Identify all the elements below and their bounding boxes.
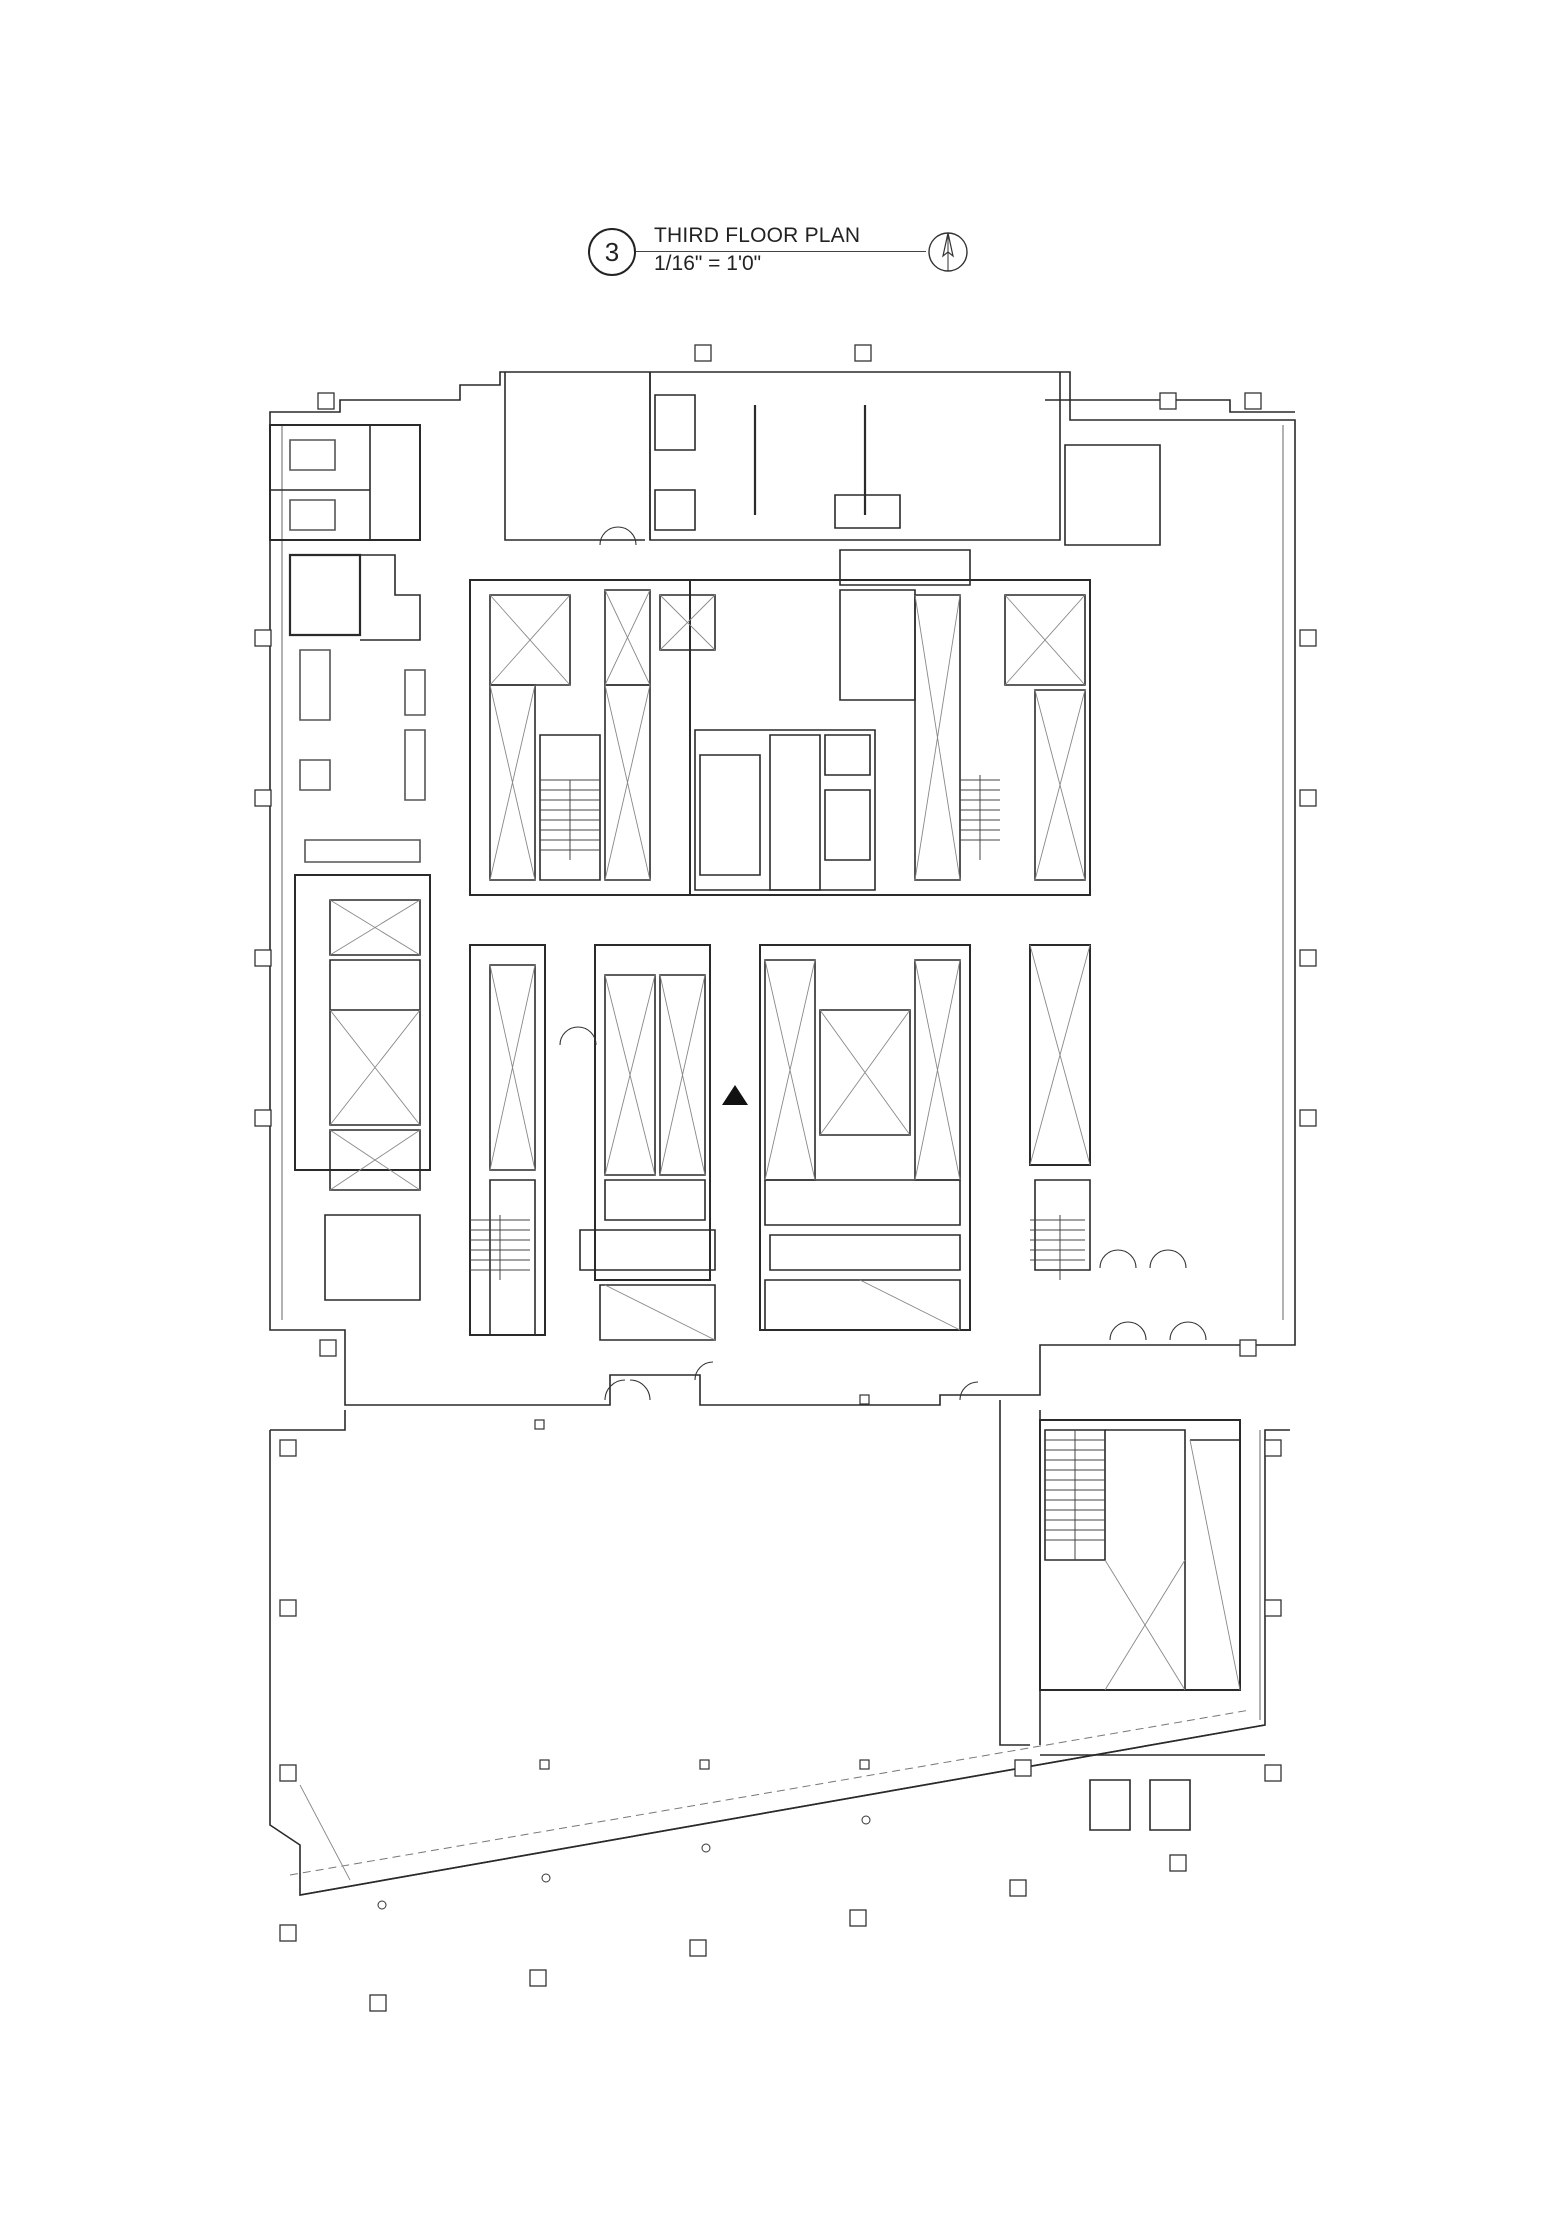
- stair-icon: [470, 1215, 530, 1280]
- elevator-bank-2: [594, 944, 711, 1281]
- structural-column-icon: [1239, 1339, 1257, 1357]
- standpipe-icon: [377, 1900, 387, 1910]
- door-swing-icon: [1149, 1249, 1187, 1269]
- drawing-title: THIRD FLOOR PLAN: [654, 224, 861, 247]
- structural-column-icon: [279, 1599, 297, 1617]
- structural-column-icon: [699, 1759, 710, 1770]
- structural-column-icon: [1299, 1109, 1317, 1127]
- stair-icon: [540, 779, 600, 860]
- structural-column-icon: [1299, 629, 1317, 647]
- door-swing-icon: [959, 1381, 979, 1401]
- structural-column-icon: [859, 1394, 870, 1405]
- structural-column-icon: [369, 1994, 387, 2012]
- nw-toilet-block: [269, 424, 421, 541]
- door-swing-icon: [559, 1026, 597, 1046]
- elevator-bank-3: [759, 944, 971, 1331]
- core-center: [690, 579, 1091, 896]
- structural-column-icon: [1264, 1764, 1282, 1782]
- standpipe-icon: [701, 1843, 711, 1853]
- core-northwest: [469, 579, 691, 896]
- structural-column-icon: [539, 1759, 550, 1770]
- structural-column-icon: [534, 1419, 545, 1430]
- structural-column-icon: [1264, 1439, 1282, 1457]
- drawing-number-bubble: 3: [588, 228, 636, 276]
- building-outline-top: [269, 371, 1071, 420]
- structural-column-icon: [859, 1759, 870, 1770]
- structural-column-icon: [1159, 392, 1177, 410]
- north-arrow-icon: [928, 232, 968, 272]
- elevator-bank-1: [469, 944, 546, 1336]
- standpipe-icon: [861, 1815, 871, 1825]
- structural-column-icon: [279, 1439, 297, 1457]
- structural-column-icon: [1264, 1599, 1282, 1617]
- north-wing: [504, 372, 1061, 541]
- stair-icon: [1030, 1215, 1085, 1280]
- core-northeast: [1000, 579, 1091, 896]
- drawing-scale: 1/16" = 1'0": [654, 252, 762, 275]
- door-swing-icon: [694, 1361, 714, 1381]
- structural-column-icon: [854, 344, 872, 362]
- structural-column-icon: [279, 1764, 297, 1782]
- door-swing-icon: [1169, 1321, 1207, 1341]
- elevator-bank-west: [294, 874, 431, 1171]
- structural-column-icon: [849, 1909, 867, 1927]
- door-swing-icon: [1099, 1249, 1137, 1269]
- building-outline-lower: [269, 1429, 1290, 1896]
- building-outline-upper: [269, 399, 1296, 1406]
- structural-column-icon: [1299, 789, 1317, 807]
- door-swing-icon: [1109, 1321, 1147, 1341]
- drawing-number: 3: [604, 236, 620, 267]
- structural-column-icon: [1244, 392, 1262, 410]
- structural-column-icon: [1169, 1854, 1187, 1872]
- structural-column-icon: [254, 1109, 272, 1127]
- structural-column-icon: [254, 949, 272, 967]
- stair-icon: [1045, 1430, 1105, 1560]
- title-block: 3 THIRD FLOOR PLAN 1/16" = 1'0": [588, 222, 988, 292]
- structural-column-icon: [279, 1924, 297, 1942]
- structural-column-icon: [1014, 1759, 1032, 1777]
- stair-icon: [960, 775, 1000, 860]
- door-swing-icon: [599, 526, 637, 546]
- structural-column-icon: [1299, 949, 1317, 967]
- structural-column-icon: [1009, 1879, 1027, 1897]
- standpipe-icon: [541, 1873, 551, 1883]
- structural-column-icon: [319, 1339, 337, 1357]
- structural-column-icon: [254, 629, 272, 647]
- structural-column-icon: [689, 1939, 707, 1957]
- perimeter-inner: [281, 425, 1284, 1320]
- title-underline: [636, 251, 926, 252]
- level-marker-icon: [722, 1085, 748, 1105]
- door-swing-icon: [604, 1379, 651, 1401]
- structural-column-icon: [694, 344, 712, 362]
- structural-column-icon: [254, 789, 272, 807]
- structural-column-icon: [529, 1969, 547, 1987]
- structural-column-icon: [317, 392, 335, 410]
